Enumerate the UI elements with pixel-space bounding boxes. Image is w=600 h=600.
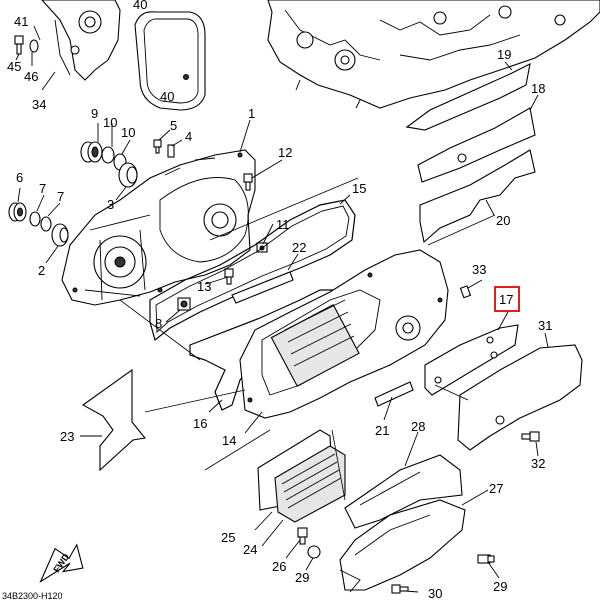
callout-10-first: 10	[103, 115, 117, 130]
callout-10-second: 10	[121, 125, 135, 140]
plate-17-drawing	[424, 324, 519, 396]
callout-7-first: 7	[39, 181, 46, 196]
callout-4: 4	[185, 129, 192, 144]
seal-6-drawing	[8, 202, 27, 222]
callout-34: 34	[32, 97, 46, 112]
callout-15: 15	[352, 181, 366, 196]
callout-25: 25	[221, 530, 235, 545]
callout-7-second: 7	[57, 189, 64, 204]
strip-22-drawing	[231, 271, 294, 304]
filter-element-24-drawing	[274, 445, 346, 523]
callout-3: 3	[107, 197, 114, 212]
callout-16: 16	[193, 416, 207, 431]
bolt-30-drawing	[391, 584, 409, 594]
callout-17: 17	[499, 292, 513, 307]
inner-cover-1-drawing	[61, 149, 256, 306]
callout-40-top: 40	[133, 0, 147, 12]
callout-11: 11	[276, 217, 290, 232]
seal-9-drawing	[80, 141, 103, 163]
assembly-guide-lines	[119, 177, 496, 501]
washer-46-drawing	[29, 39, 39, 53]
grommet-29-drawing	[307, 545, 321, 559]
callout-13: 13	[197, 279, 211, 294]
callout-8: 8	[155, 316, 162, 331]
bearing-3-drawing	[118, 162, 138, 188]
duct-28-drawing	[344, 454, 463, 529]
gasket-15-drawing	[149, 199, 356, 342]
dowel-4-drawing	[167, 144, 175, 158]
callout-45: 45	[7, 59, 21, 74]
callout-21: 21	[375, 423, 389, 438]
callout-31: 31	[538, 318, 552, 333]
callout-33: 33	[472, 262, 486, 277]
callout-6: 6	[16, 170, 23, 185]
callout-12: 12	[278, 145, 292, 160]
callout-40-gasket: 40	[160, 89, 174, 104]
oring-7-drawing	[29, 211, 52, 232]
callout-5: 5	[170, 118, 177, 133]
callout-1: 1	[248, 106, 255, 121]
bolt-32-drawing	[521, 431, 540, 442]
bolt-45-drawing	[14, 35, 24, 55]
callout-26: 26	[272, 559, 286, 574]
callout-9: 9	[91, 106, 98, 121]
callout-46: 46	[24, 69, 38, 84]
strip-21-drawing	[374, 381, 414, 407]
bearing-2-drawing	[51, 223, 69, 247]
callout-22: 22	[292, 240, 306, 255]
callout-29-right: 29	[493, 579, 507, 594]
callout-24: 24	[243, 542, 257, 557]
callout-32: 32	[531, 456, 545, 471]
callout-28: 28	[411, 419, 425, 434]
bolt-33-drawing	[459, 285, 472, 299]
forward-arrow-icon: FWD	[39, 543, 84, 584]
left-cover-drawing	[41, 0, 206, 111]
grommet-29b-drawing	[477, 554, 495, 564]
panel-19-drawing	[405, 63, 531, 131]
bolt-26-drawing	[297, 527, 308, 545]
diagram-code: 34B2300-H120	[2, 591, 63, 600]
plate-23-drawing	[81, 368, 147, 472]
panel-18-drawing	[417, 107, 536, 183]
callout-20: 20	[496, 213, 510, 228]
nut-8-drawing	[177, 297, 191, 311]
callout-41: 41	[14, 14, 28, 29]
duct-27-drawing	[339, 499, 466, 593]
callout-labels: 41 40 40 45 46 34 9 10 10 5 4 1 12 3 6 7…	[7, 0, 552, 600]
oring-10-drawing	[101, 146, 127, 171]
callout-19: 19	[497, 47, 511, 62]
highlight-box-17	[494, 286, 520, 312]
engine-crankcase-drawing	[267, 0, 600, 109]
callout-2: 2	[38, 263, 45, 278]
callout-18: 18	[531, 81, 545, 96]
outer-case-14-drawing	[239, 249, 449, 419]
side-cover-31-drawing	[457, 344, 583, 451]
callout-27: 27	[489, 481, 503, 496]
bolt-13-drawing	[224, 268, 234, 285]
panel-20-drawing	[419, 149, 536, 244]
bolt-5-drawing	[153, 139, 162, 154]
callout-14: 14	[222, 433, 236, 448]
callout-29-left: 29	[295, 570, 309, 585]
callout-30: 30	[428, 586, 442, 600]
callout-23: 23	[60, 429, 74, 444]
